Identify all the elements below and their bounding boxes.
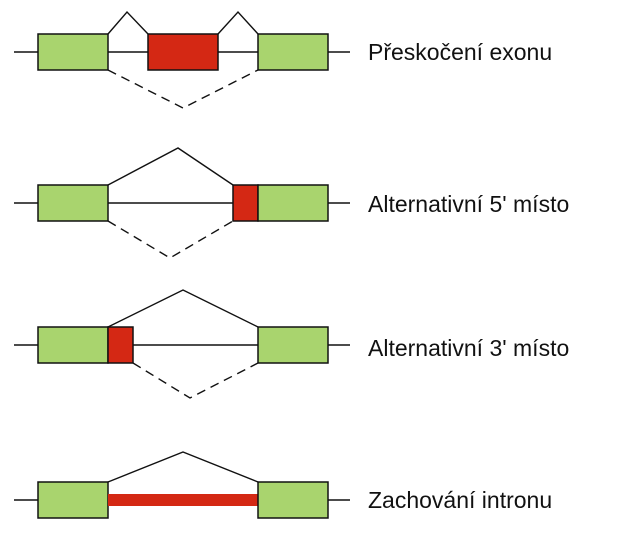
row-alt-3-site: [14, 289, 350, 399]
exon-right: [257, 481, 329, 519]
exon-right: [257, 184, 329, 222]
label-alt-3-site: Alternativní 3' místo: [368, 335, 570, 361]
row-exon-skipping: [14, 10, 350, 109]
label-intron-retention: Zachování intronu: [368, 487, 553, 513]
splice-arc-solid: [107, 289, 259, 328]
splice-inclusion-left: [107, 10, 149, 35]
skipped-exon: [147, 33, 219, 71]
exon-right: [257, 33, 329, 71]
row-alt-5-site: [14, 147, 350, 259]
exon-left: [37, 33, 109, 71]
retained-intron: [108, 494, 258, 506]
splice-arc-dashed: [132, 362, 259, 399]
exon-left: [37, 481, 109, 519]
exon-left: [37, 184, 109, 222]
label-exon-skipping: Přeskočení exonu: [368, 39, 553, 65]
exon-right: [257, 326, 329, 364]
splice-arc-solid: [107, 147, 234, 186]
splice-arc-solid: [107, 451, 259, 483]
alt-extension: [107, 326, 134, 364]
label-alt-5-site: Alternativní 5' místo: [368, 191, 570, 217]
splice-arc-dashed: [107, 220, 234, 259]
row-intron-retention: [14, 451, 350, 519]
splice-inclusion-right: [217, 10, 259, 35]
splice-skip-dashed: [107, 69, 259, 109]
alt-extension: [232, 184, 259, 222]
exon-left: [37, 326, 109, 364]
